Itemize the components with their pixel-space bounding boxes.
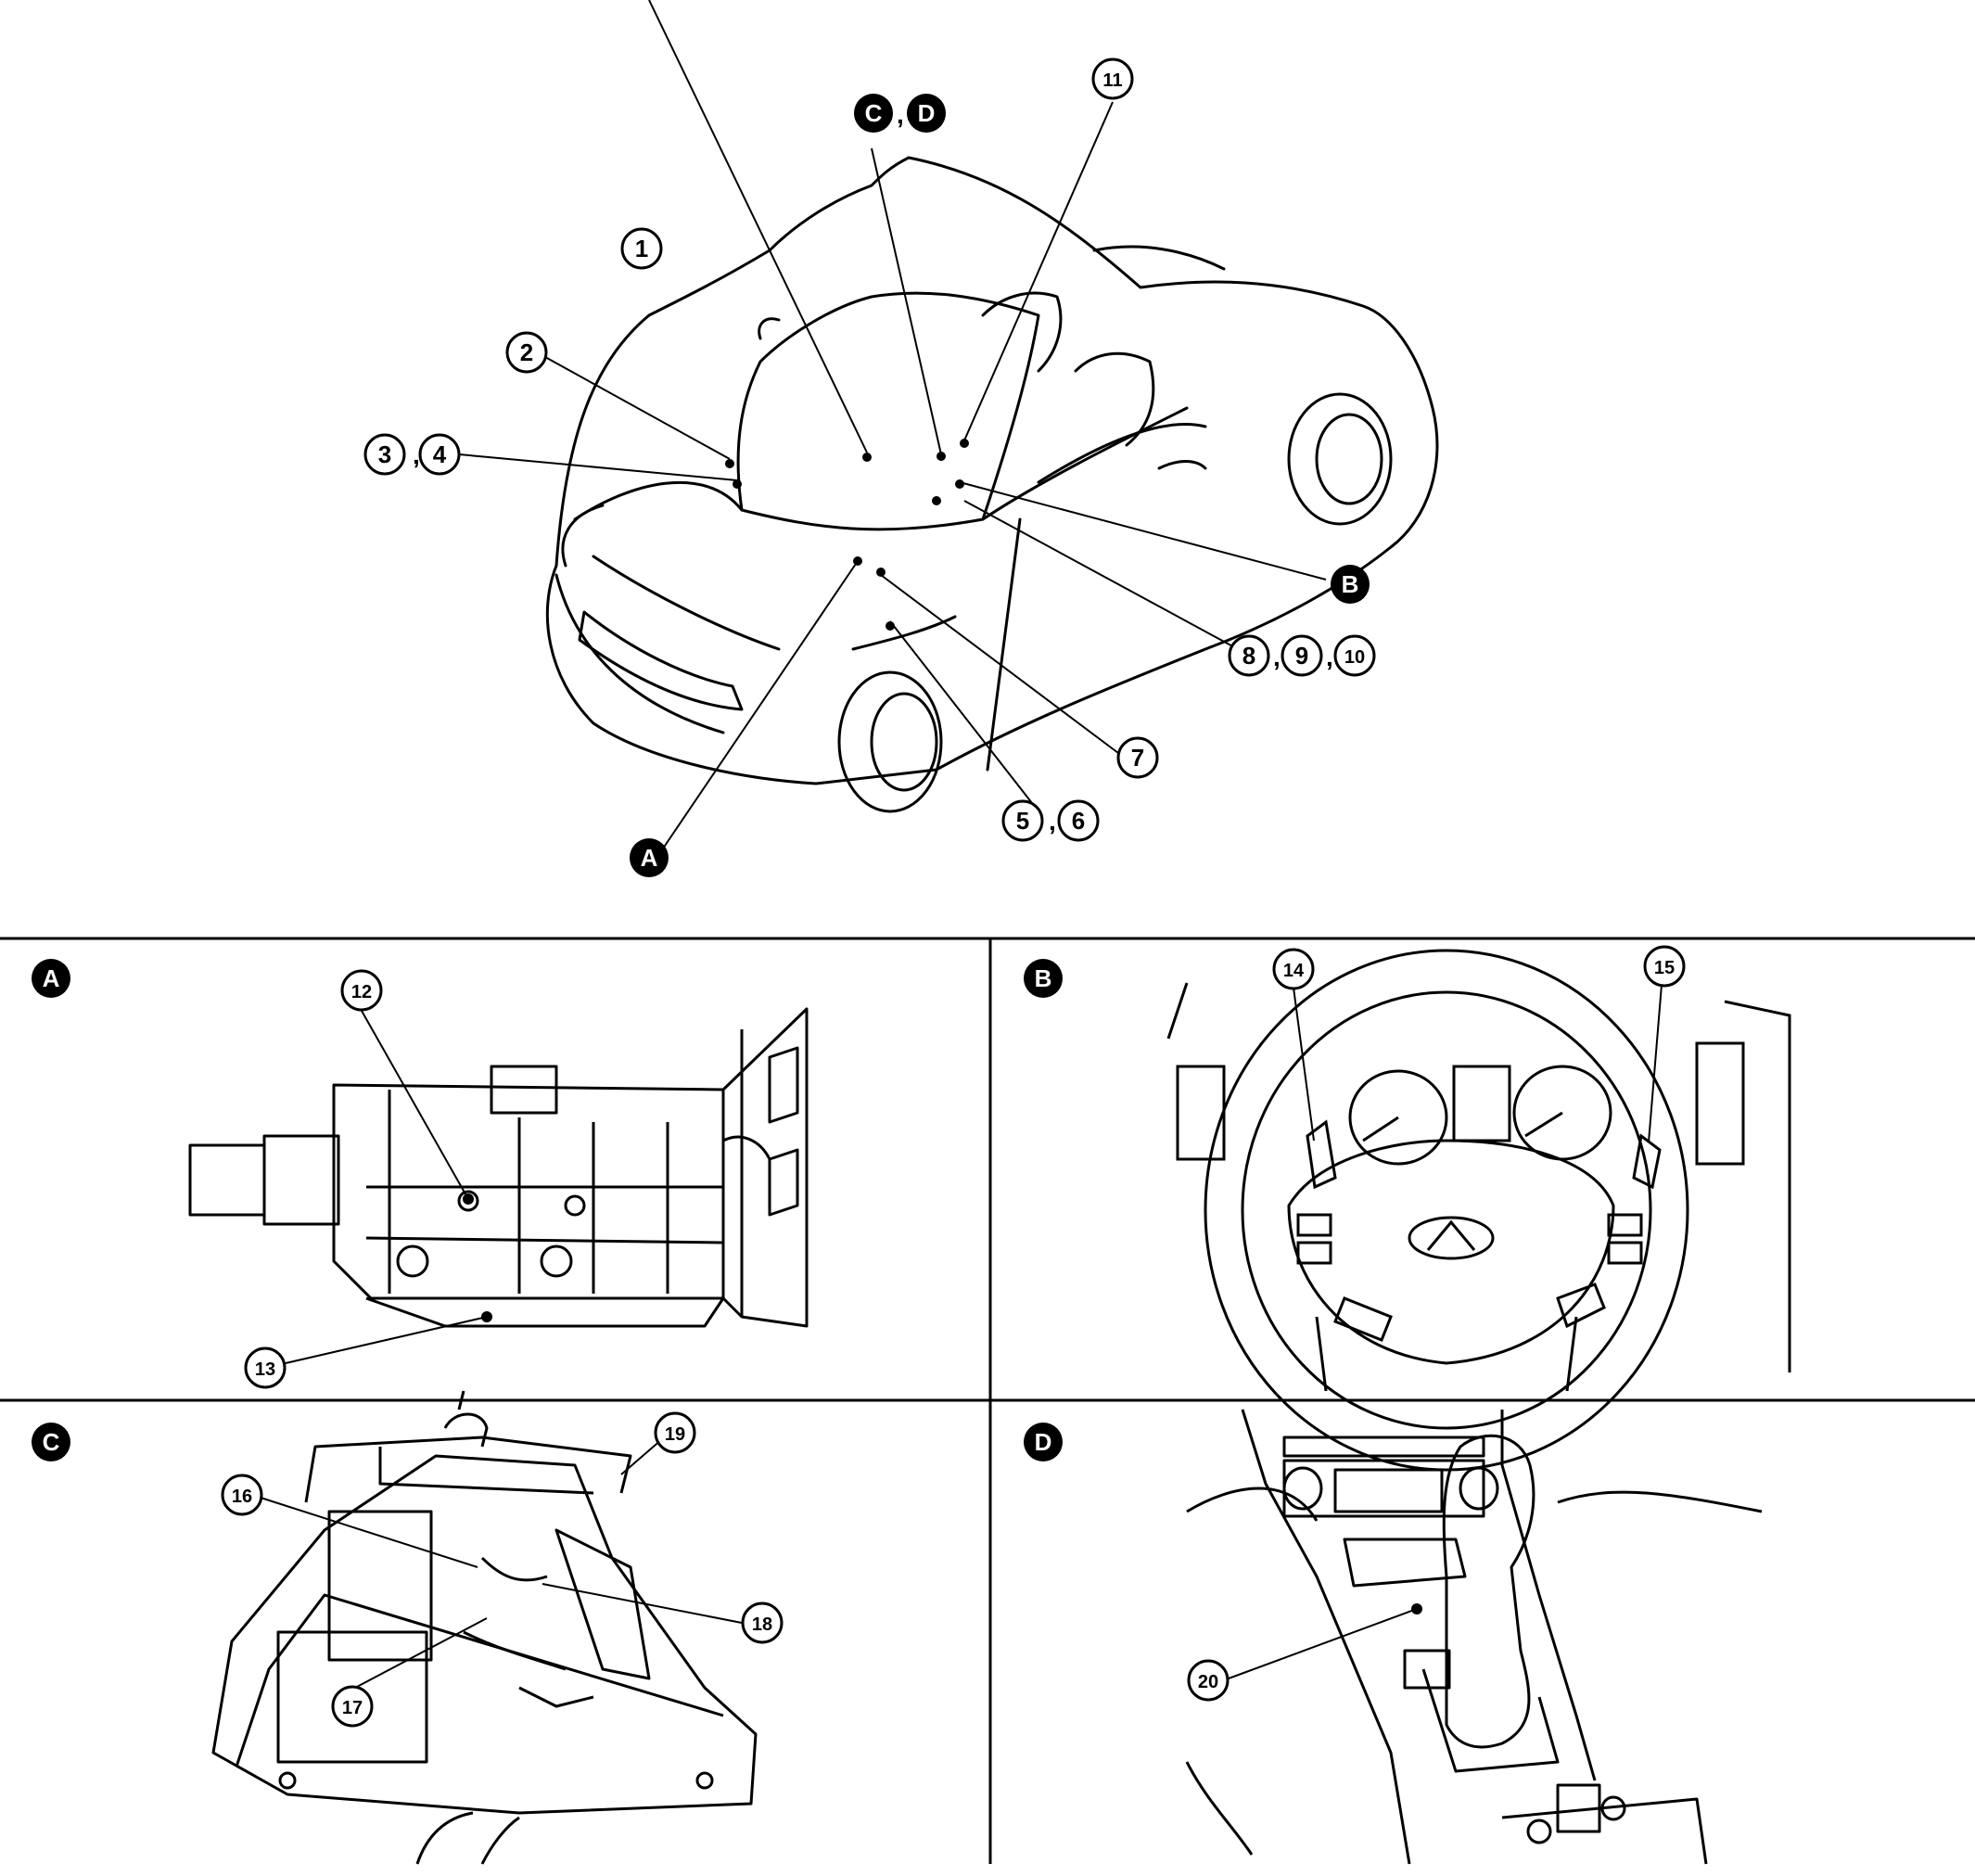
- svg-text:A: A: [43, 964, 60, 992]
- callout-11: 11: [1091, 57, 1134, 100]
- svg-text:D: D: [918, 99, 936, 127]
- callout-9: 9: [1281, 634, 1323, 677]
- steering-wheel-drawing: [1166, 949, 1791, 1472]
- callout-20: 20: [1187, 1659, 1230, 1702]
- callout-12: 12: [340, 969, 383, 1012]
- shift-lever-assembly-drawing: [211, 1390, 758, 1865]
- callout-1: 1: [620, 227, 663, 270]
- callout-8: 8: [1228, 634, 1270, 677]
- separator-9-10: ,: [1326, 643, 1333, 671]
- infiniti-logo: [1408, 1216, 1495, 1260]
- svg-text:B: B: [1035, 964, 1052, 992]
- svg-text:11: 11: [1102, 70, 1122, 91]
- callout-4: 4: [418, 433, 461, 476]
- callout-3: 3: [363, 433, 406, 476]
- svg-text:7: 7: [1131, 744, 1144, 772]
- panel-a-leaders: [285, 1010, 492, 1364]
- callout-16: 16: [221, 1474, 263, 1516]
- callout-badges: 1 2 3 , 4 5 , 6 7 8 , 9 , 10 11 12 13 14…: [221, 57, 1686, 1728]
- callout-2: 2: [505, 331, 548, 374]
- letter-a-overview: A: [630, 838, 669, 877]
- svg-text:19: 19: [665, 1424, 685, 1445]
- callout-15: 15: [1643, 945, 1686, 988]
- svg-text:18: 18: [752, 1614, 772, 1635]
- convertible-car-drawing: [545, 156, 1439, 813]
- svg-text:13: 13: [255, 1359, 275, 1380]
- callout-19: 19: [654, 1411, 696, 1454]
- panel-grid: [0, 937, 1975, 1864]
- letter-d-overview: D: [907, 94, 946, 133]
- svg-text:10: 10: [1344, 647, 1365, 668]
- separator-3-4: ,: [413, 440, 420, 469]
- svg-text:6: 6: [1072, 807, 1085, 835]
- panel-d-label: D: [1024, 1423, 1063, 1461]
- callout-14: 14: [1272, 948, 1315, 990]
- svg-text:3: 3: [378, 440, 391, 468]
- svg-text:12: 12: [351, 982, 372, 1002]
- svg-text:20: 20: [1198, 1672, 1218, 1692]
- transmission-drawing: [188, 1007, 809, 1328]
- svg-text:C: C: [865, 99, 883, 127]
- panel-d-leaders: [1228, 1603, 1422, 1679]
- panel-b-leaders: [1293, 984, 1663, 1143]
- letter-c-overview: C: [854, 94, 893, 133]
- callout-13: 13: [244, 1346, 287, 1389]
- callout-5: 5: [1001, 799, 1044, 842]
- callout-18: 18: [741, 1602, 784, 1644]
- svg-text:9: 9: [1295, 642, 1308, 670]
- overview-leader-dots: [725, 439, 969, 631]
- separator-8-9: ,: [1273, 643, 1281, 671]
- letter-b-overview: B: [1331, 565, 1370, 604]
- svg-text:14: 14: [1283, 961, 1305, 981]
- svg-text:16: 16: [232, 1487, 252, 1507]
- svg-text:C: C: [43, 1428, 60, 1456]
- callout-10: 10: [1333, 634, 1376, 677]
- svg-text:5: 5: [1016, 807, 1029, 835]
- svg-text:17: 17: [342, 1698, 363, 1718]
- center-console-drawing: [1185, 1409, 1763, 1865]
- svg-text:A: A: [641, 844, 658, 872]
- callout-6: 6: [1057, 799, 1100, 842]
- svg-text:15: 15: [1654, 958, 1675, 978]
- svg-text:B: B: [1342, 570, 1359, 598]
- overview-leader-lines: [458, 0, 1327, 849]
- callout-17: 17: [331, 1685, 374, 1728]
- letter-badges: C , D B A A B C D: [32, 94, 1370, 1461]
- panel-b-label: B: [1024, 959, 1063, 998]
- panel-c-label: C: [32, 1423, 70, 1461]
- svg-text:1: 1: [635, 235, 648, 262]
- svg-text:D: D: [1035, 1428, 1052, 1456]
- separator-5-6: ,: [1049, 807, 1056, 836]
- panel-a-label: A: [32, 959, 70, 998]
- callout-7: 7: [1116, 736, 1159, 779]
- separator-c-d: ,: [897, 100, 904, 129]
- svg-text:2: 2: [520, 338, 533, 366]
- svg-text:8: 8: [1242, 642, 1255, 670]
- svg-text:4: 4: [433, 440, 447, 468]
